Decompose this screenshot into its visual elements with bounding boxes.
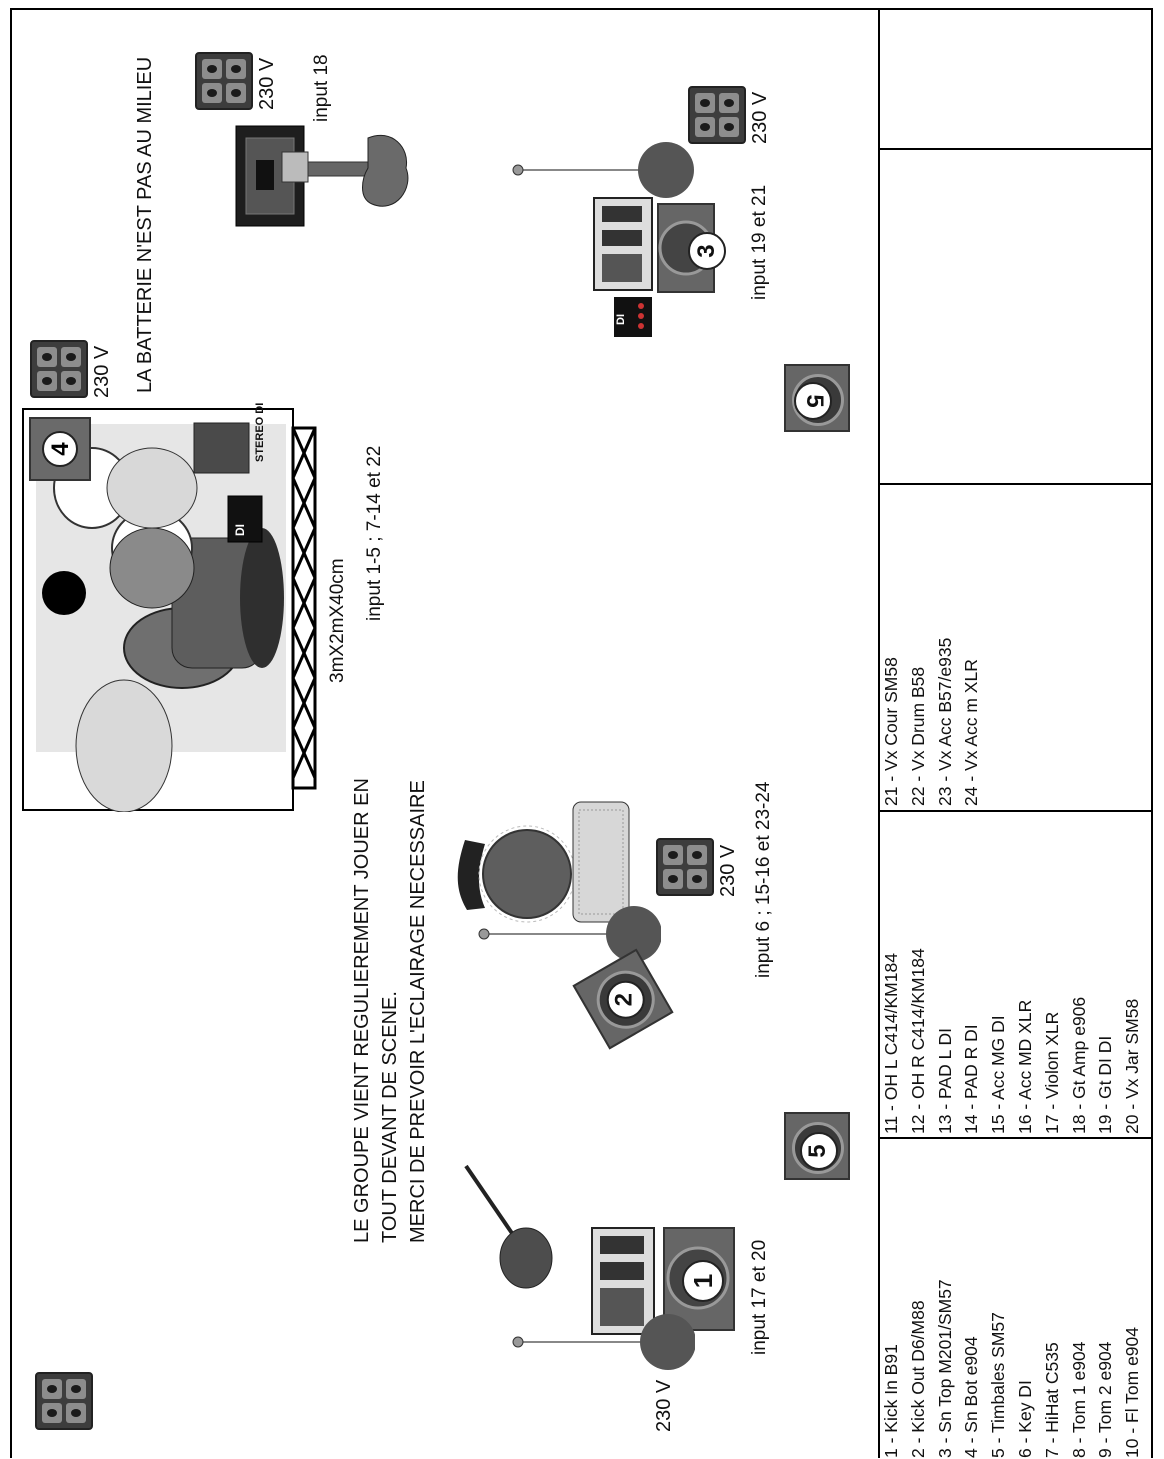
power-outlet xyxy=(656,838,714,896)
patch-list-row: 18 - Gt Amp e906 xyxy=(1068,996,1089,1134)
mic-stand-left xyxy=(512,1314,695,1370)
stereo-di-label: STEREO DI xyxy=(254,402,266,462)
accordion-and-stool-illustration xyxy=(457,801,630,923)
frame-top xyxy=(10,8,1153,10)
mic-stand-center xyxy=(478,906,661,962)
patch-list-row: 19 - Gt DI DI xyxy=(1095,1035,1116,1134)
riser-size-label: 3mX2mX40cm xyxy=(327,558,348,683)
monitor-2-number: 2 xyxy=(606,980,645,1019)
power-label: 230 V xyxy=(749,91,771,144)
table-col-divider-4 xyxy=(878,148,1153,150)
power-label: 230 V xyxy=(256,57,278,110)
right-input-label: input 19 et 21 xyxy=(749,184,770,300)
patch-list-row: 17 - Violon XLR xyxy=(1041,1011,1062,1134)
patch-list-row: 13 - PAD L DI xyxy=(934,1027,955,1134)
patch-list-row: 7 - HiHat C535 xyxy=(1041,1342,1062,1458)
guitar-amp-and-guitar-illustration xyxy=(235,125,409,227)
drum-position-note: LA BATTERIE N'EST PAS AU MILIEU xyxy=(134,56,156,393)
power-outlet xyxy=(30,340,88,398)
table-col-divider-3 xyxy=(878,483,1153,485)
left-input-label: input 17 et 20 xyxy=(749,1239,770,1355)
patch-list-row: 24 - Vx Acc m XLR xyxy=(961,659,982,806)
patch-list-row: 3 - Sn Top M201/SM57 xyxy=(934,1279,955,1458)
drum-di-label: DI xyxy=(233,524,247,536)
monitor-3-number: 3 xyxy=(688,232,726,270)
patch-list-row: 10 - Fl Tom e904 xyxy=(1122,1327,1143,1458)
power-outlet xyxy=(35,1372,93,1430)
monitor-5-left: 5 xyxy=(784,1112,850,1180)
patch-list-row: 9 - Tom 2 e904 xyxy=(1095,1341,1116,1458)
band-note-line-1: LE GROUPE VIENT REGULIEREMENT JOUER EN xyxy=(351,778,373,1243)
monitor-1-number: 1 xyxy=(682,1260,724,1302)
patch-list-row: 12 - OH R C414/KM184 xyxy=(907,948,928,1134)
patch-list-row: 5 - Timbales SM57 xyxy=(988,1312,1009,1458)
power-label: 230 V xyxy=(91,345,113,398)
monitor-5-left-number: 5 xyxy=(800,1132,838,1170)
power-outlet xyxy=(688,86,746,144)
patch-list-row: 11 - OH L C414/KM184 xyxy=(881,953,901,1134)
table-left-border xyxy=(878,8,880,1458)
patch-list-row: 22 - Vx Drum B58 xyxy=(907,666,928,806)
mic-stand-right xyxy=(512,142,694,198)
patch-list-row: 2 - Kick Out D6/M88 xyxy=(907,1300,928,1458)
patch-list-row: 8 - Tom 1 e904 xyxy=(1068,1341,1089,1458)
patch-list-row: 14 - PAD R DI xyxy=(961,1024,982,1134)
patch-list-row: 21 - Vx Cour SM58 xyxy=(881,657,901,806)
patch-list-row: 4 - Sn Bot e904 xyxy=(961,1336,982,1458)
di-box-right xyxy=(614,297,652,337)
monitor-5-right: 5 xyxy=(784,364,850,432)
band-note-line-3: MERCI DE PREVOIR L'ECLAIRAGE NECESSAIRE xyxy=(407,780,429,1243)
patch-list-row: 23 - Vx Acc B57/e935 xyxy=(934,637,955,806)
patch-list-row: 15 - Acc MG DI xyxy=(988,1015,1009,1134)
power-outlet xyxy=(195,52,253,110)
drums-input-label: input 1-5 ; 7-14 et 22 xyxy=(364,445,385,621)
power-label: 230 V xyxy=(717,844,739,897)
drum-riser: 4 xyxy=(22,408,322,813)
right-di-label: DI xyxy=(615,314,627,325)
monitor-5-right-number: 5 xyxy=(794,382,832,420)
monitor-4-number: 4 xyxy=(47,442,74,456)
band-note-line-2: TOUT DEVANT DE SCENE. xyxy=(379,991,401,1243)
patch-list-row: 20 - Vx Jar SM58 xyxy=(1122,998,1143,1134)
power-label: 230 V xyxy=(653,1379,675,1432)
guitar-input-label: input 18 xyxy=(311,54,332,122)
center-input-label: input 6 ; 15-16 et 23-24 xyxy=(753,781,774,978)
frame-left xyxy=(10,8,12,1458)
patch-list-row: 16 - Acc MD XLR xyxy=(1015,999,1035,1134)
patch-list-row: 6 - Key DI xyxy=(1015,1380,1035,1458)
frame-right xyxy=(1151,8,1153,1458)
table-col-divider-2 xyxy=(878,810,1153,812)
drum-kit-illustration: 4 xyxy=(22,408,317,813)
violin-illustration xyxy=(464,1164,553,1289)
table-col-divider-1 xyxy=(878,1137,1153,1139)
patch-list-row: 1 - Kick In B91 xyxy=(881,1344,901,1458)
